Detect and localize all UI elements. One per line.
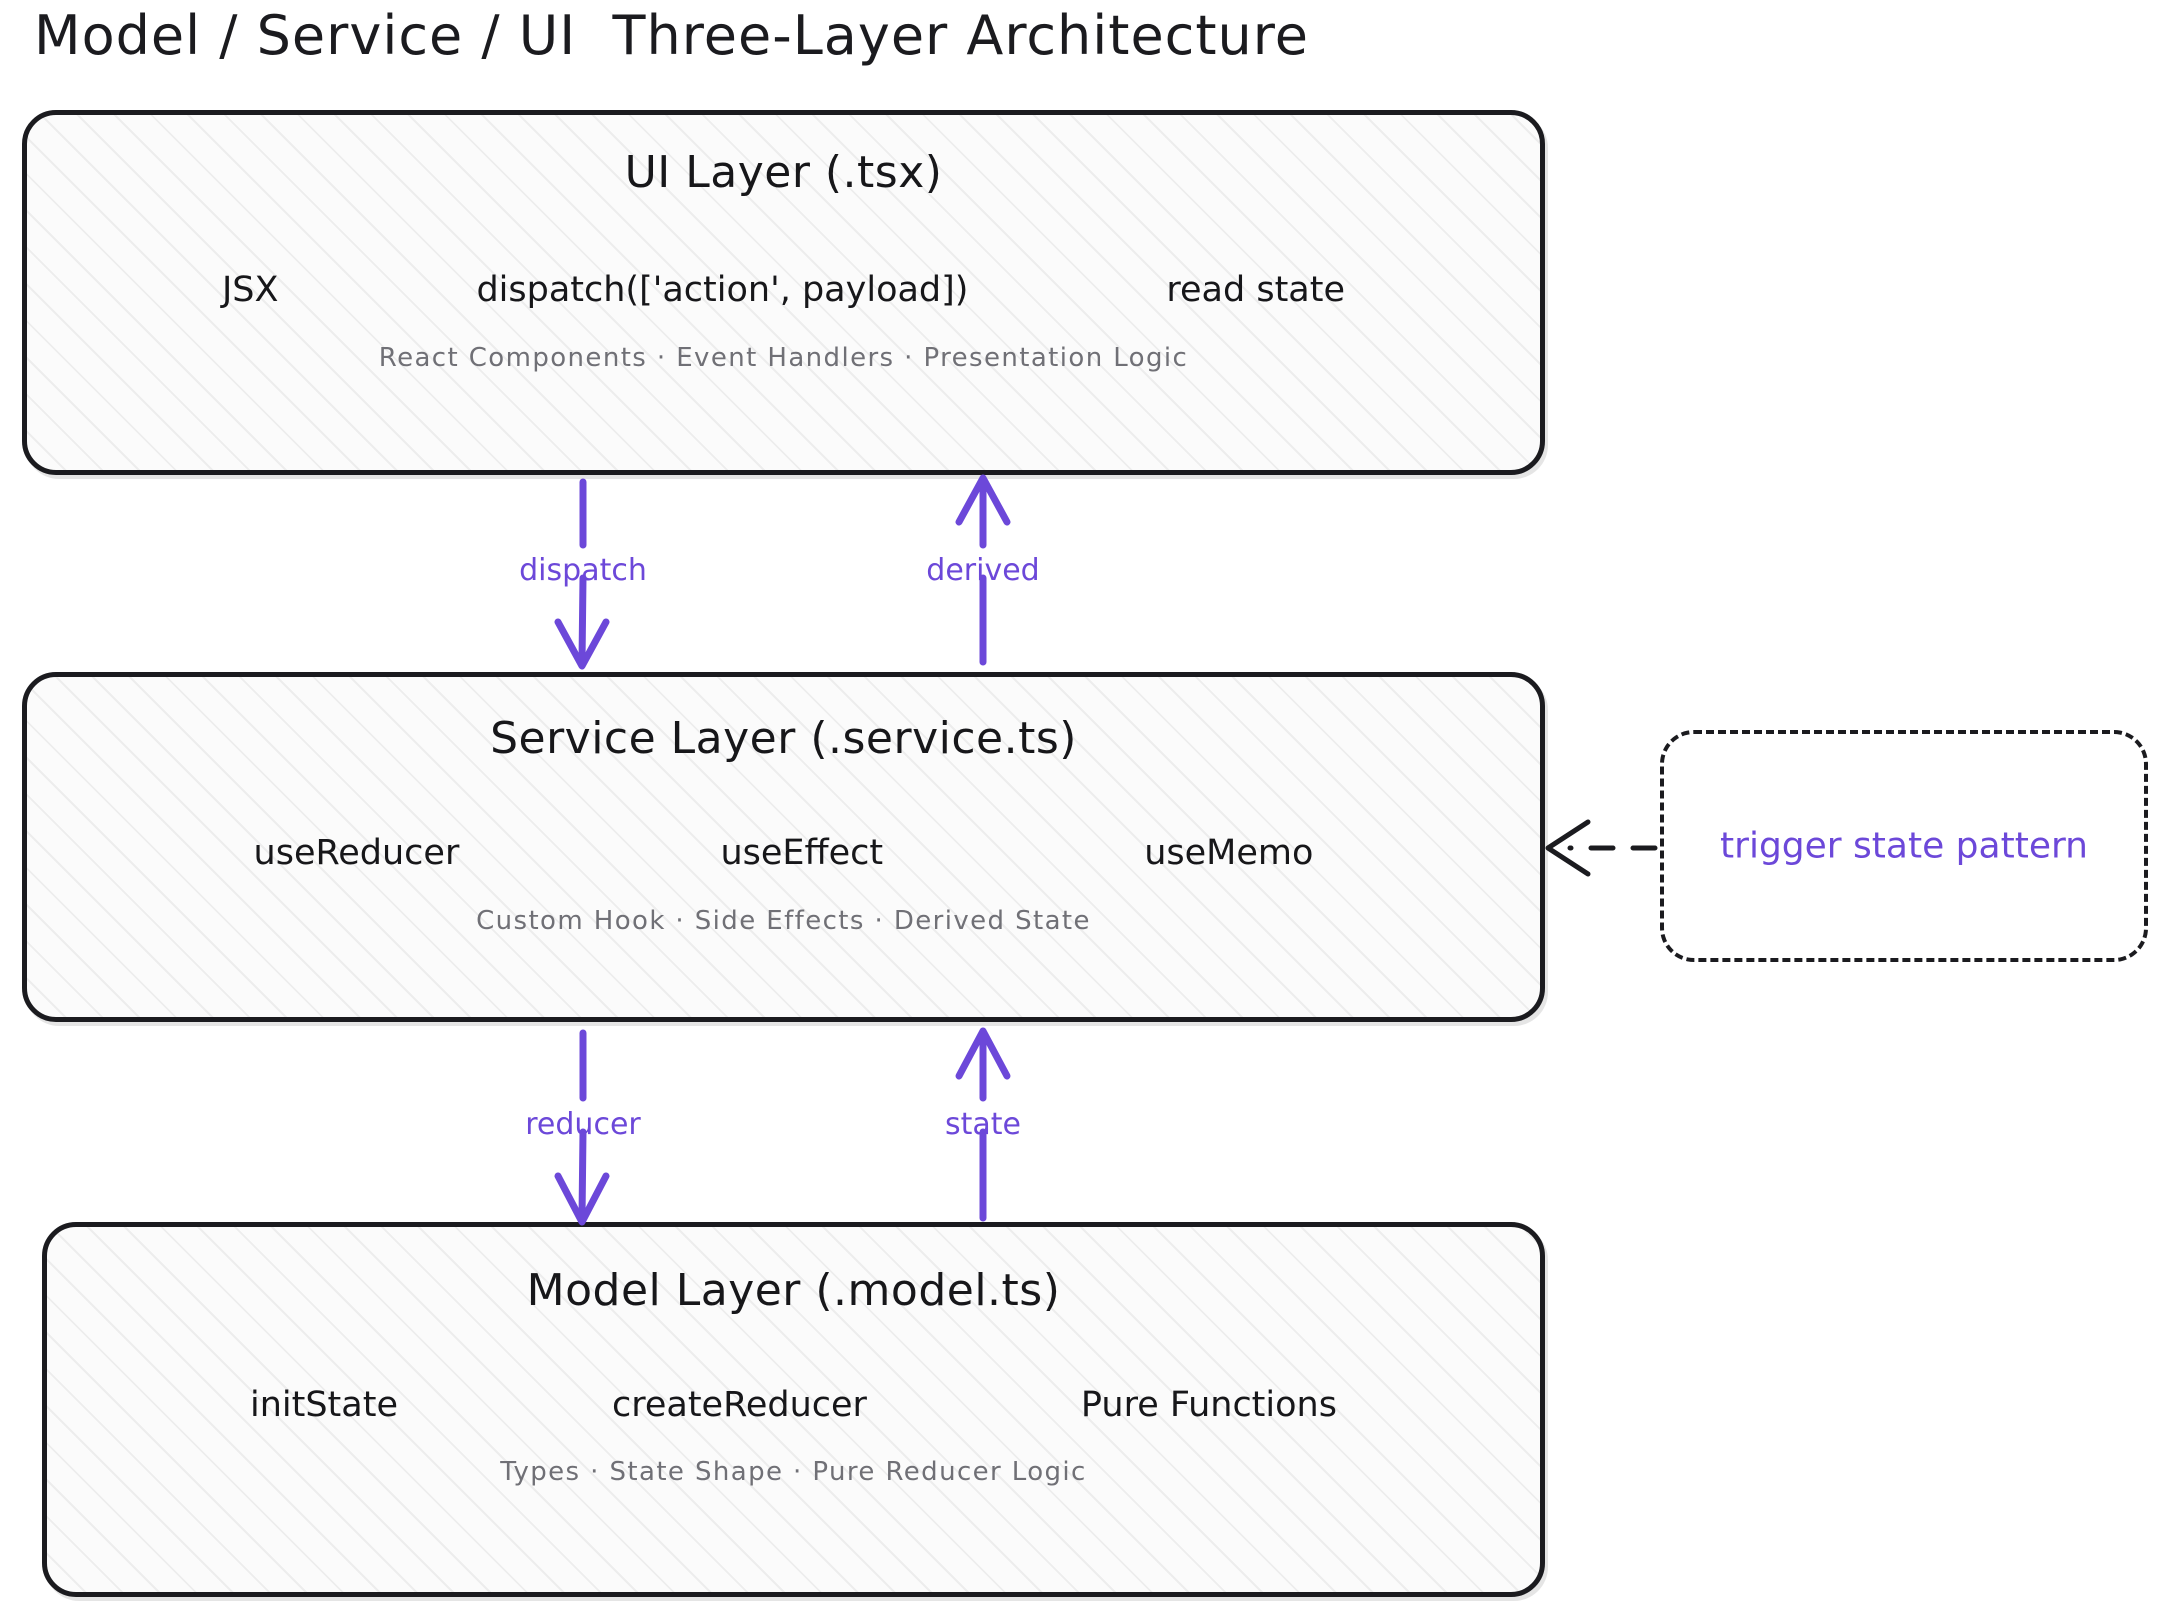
service-layer-item: useReducer [253, 833, 460, 873]
service-layer-item: useEffect [720, 833, 884, 873]
ui-layer-heading: UI Layer (.tsx) [624, 147, 943, 198]
service-layer-item: useMemo [1144, 833, 1314, 873]
model-layer-box[interactable]: Model Layer (.model.ts) initState create… [42, 1222, 1545, 1597]
trigger-state-pattern-note[interactable]: trigger state pattern [1660, 730, 2148, 962]
service-layer-content: Service Layer (.service.ts) useReducer u… [27, 677, 1540, 1017]
service-layer-heading: Service Layer (.service.ts) [490, 713, 1077, 764]
ui-layer-content: UI Layer (.tsx) JSX dispatch(['action', … [27, 115, 1540, 470]
connector-label-derived: derived [926, 553, 1040, 588]
annotation-dashed-arrow [1545, 819, 1658, 877]
connector-label-reducer: reducer [525, 1107, 641, 1142]
ui-layer-item: dispatch(['action', payload]) [476, 270, 969, 310]
connector-label-dispatch: dispatch [519, 553, 647, 588]
model-layer-content: Model Layer (.model.ts) initState create… [47, 1227, 1540, 1592]
trigger-state-pattern-label: trigger state pattern [1720, 825, 2088, 867]
ui-layer-subtitle: React Components · Event Handlers · Pres… [378, 343, 1189, 373]
page-title: Model / Service / UI Three-Layer Archite… [34, 4, 1310, 67]
ui-layer-item-row: JSX dispatch(['action', payload]) read s… [27, 270, 1540, 310]
service-layer-subtitle: Custom Hook · Side Effects · Derived Sta… [476, 906, 1091, 936]
model-layer-heading: Model Layer (.model.ts) [526, 1265, 1061, 1316]
service-layer-item-row: useReducer useEffect useMemo [27, 833, 1540, 873]
model-layer-item: Pure Functions [1080, 1385, 1337, 1425]
ui-layer-item: JSX [221, 270, 279, 310]
model-layer-item-row: initState createReducer Pure Functions [47, 1385, 1540, 1425]
model-layer-item: initState [249, 1385, 398, 1425]
model-layer-item: createReducer [611, 1385, 867, 1425]
service-layer-box[interactable]: Service Layer (.service.ts) useReducer u… [22, 672, 1545, 1022]
connector-label-state: state [945, 1107, 1021, 1142]
ui-layer-item: read state [1166, 270, 1346, 310]
ui-layer-box[interactable]: UI Layer (.tsx) JSX dispatch(['action', … [22, 110, 1545, 475]
model-layer-subtitle: Types · State Shape · Pure Reducer Logic [500, 1457, 1087, 1487]
